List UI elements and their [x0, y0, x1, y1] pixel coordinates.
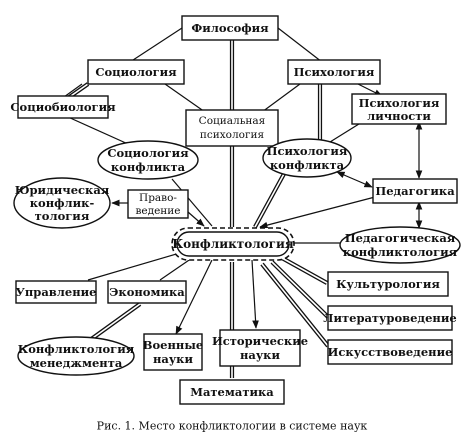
management-label: Управление	[16, 285, 97, 299]
philosophy-label: Философия	[191, 21, 269, 35]
node-military-sciences: Военные науки	[143, 333, 203, 371]
pedagogical-conflictology-line2: конфликтология	[343, 245, 458, 259]
social-psychology-line1: Социальная	[199, 115, 266, 127]
conflict-psychology-line1: Психология	[267, 144, 348, 158]
law-line2: ведение	[135, 205, 180, 217]
legal-conflictology-line2: конфлик-	[30, 196, 95, 210]
node-management-conflictology: Конфликтология менеджмента	[17, 336, 135, 376]
node-conflict-psychology: Психология конфликта	[262, 138, 352, 178]
conflictology-label: Конфликтология	[172, 237, 294, 251]
edge-philosophy-sociology	[129, 27, 183, 63]
edge-philosophy-psychology	[277, 27, 323, 63]
edge-conflictology-management	[87, 249, 191, 281]
node-personality-psychology: Психология личности	[351, 93, 447, 125]
node-literature-studies: Литературоведение	[323, 305, 457, 331]
legal-conflictology-line3: тология	[35, 209, 90, 223]
edge-sociology-sociobiology	[63, 83, 83, 98]
node-philosophy: Философия	[181, 15, 279, 41]
node-psychology: Психология	[287, 59, 381, 85]
node-legal-conflictology: Юридическая конфлик- тология	[13, 177, 111, 229]
edge-pedagogy-conflictology	[259, 196, 376, 229]
node-conflict-sociology: Социология конфликта	[97, 140, 199, 180]
node-mathematics: Математика	[179, 379, 285, 405]
node-economics: Экономика	[107, 280, 187, 304]
edges	[63, 27, 423, 335]
historical-sciences-line2: науки	[240, 348, 281, 362]
management-conflictology-line1: Конфликтология	[18, 342, 135, 356]
art-studies-label: Искусствоведение	[328, 345, 453, 359]
law-line1: Право-	[139, 192, 177, 204]
historical-sciences-line1: Исторические	[212, 334, 308, 348]
conflict-sociology-line1: Социология	[107, 146, 189, 160]
node-sociology: Социология	[87, 59, 185, 85]
node-historical-sciences: Исторические науки	[212, 329, 308, 367]
personality-psychology-line2: личности	[367, 109, 431, 123]
conflict-psychology-line2: конфликта	[270, 158, 345, 172]
military-sciences-line2: науки	[153, 352, 194, 366]
economics-label: Экономика	[109, 285, 185, 299]
node-social-psychology: Социальная психология	[185, 109, 279, 147]
node-art-studies: Искусствоведение	[327, 339, 453, 365]
legal-conflictology-line1: Юридическая	[15, 183, 110, 197]
sociobiology-label: Социобиология	[10, 100, 116, 114]
culturology-label: Культурология	[336, 277, 440, 291]
edge-law-conflictology	[187, 211, 205, 227]
node-pedagogy: Педагогика	[372, 178, 458, 204]
mathematics-label: Математика	[190, 385, 274, 399]
social-psychology-line2: психология	[200, 129, 265, 141]
pedagogical-conflictology-line1: Педагогическая	[345, 231, 456, 245]
edge-sociobiology-conflictsoc	[67, 116, 129, 145]
military-sciences-line1: Военные	[143, 338, 203, 352]
node-culturology: Культурология	[327, 271, 449, 297]
edge-conflictsoc-conflictology	[171, 178, 213, 227]
dbl-conflictology-literature	[270, 260, 330, 319]
node-conflictology: Конфликтология	[171, 227, 295, 261]
sociology-label: Социология	[95, 65, 177, 79]
personality-psychology-line1: Психология	[359, 96, 440, 110]
conflict-sociology-line2: конфликта	[111, 160, 186, 174]
node-sociobiology: Социобиология	[10, 95, 116, 119]
dbl-economics-management-conflictology	[88, 302, 142, 342]
figure-caption: Рис. 1. Место конфликтологии в системе н…	[97, 420, 368, 433]
literature-studies-label: Литературоведение	[323, 311, 456, 325]
psychology-label: Психология	[294, 65, 375, 79]
edge-sociology-socialpsy	[164, 83, 206, 113]
node-pedagogical-conflictology: Педагогическая конфликтология	[339, 226, 461, 264]
management-conflictology-line2: менеджмента	[30, 356, 123, 370]
edge-conflictpsy-pedagogy	[336, 171, 373, 188]
edge-psychology-socialpsy	[261, 83, 301, 113]
edge-conflictology-historical	[251, 259, 259, 329]
dbl-conflictology-culturology	[280, 256, 329, 285]
pedagogy-label: Педагогика	[375, 184, 455, 198]
node-law: Право- ведение	[127, 189, 189, 219]
edge-conflictology-military	[175, 259, 213, 335]
dbl-conflictpsy-conflictology	[253, 170, 287, 229]
dbl-conflictology-art	[260, 262, 330, 348]
node-management: Управление	[15, 280, 97, 304]
